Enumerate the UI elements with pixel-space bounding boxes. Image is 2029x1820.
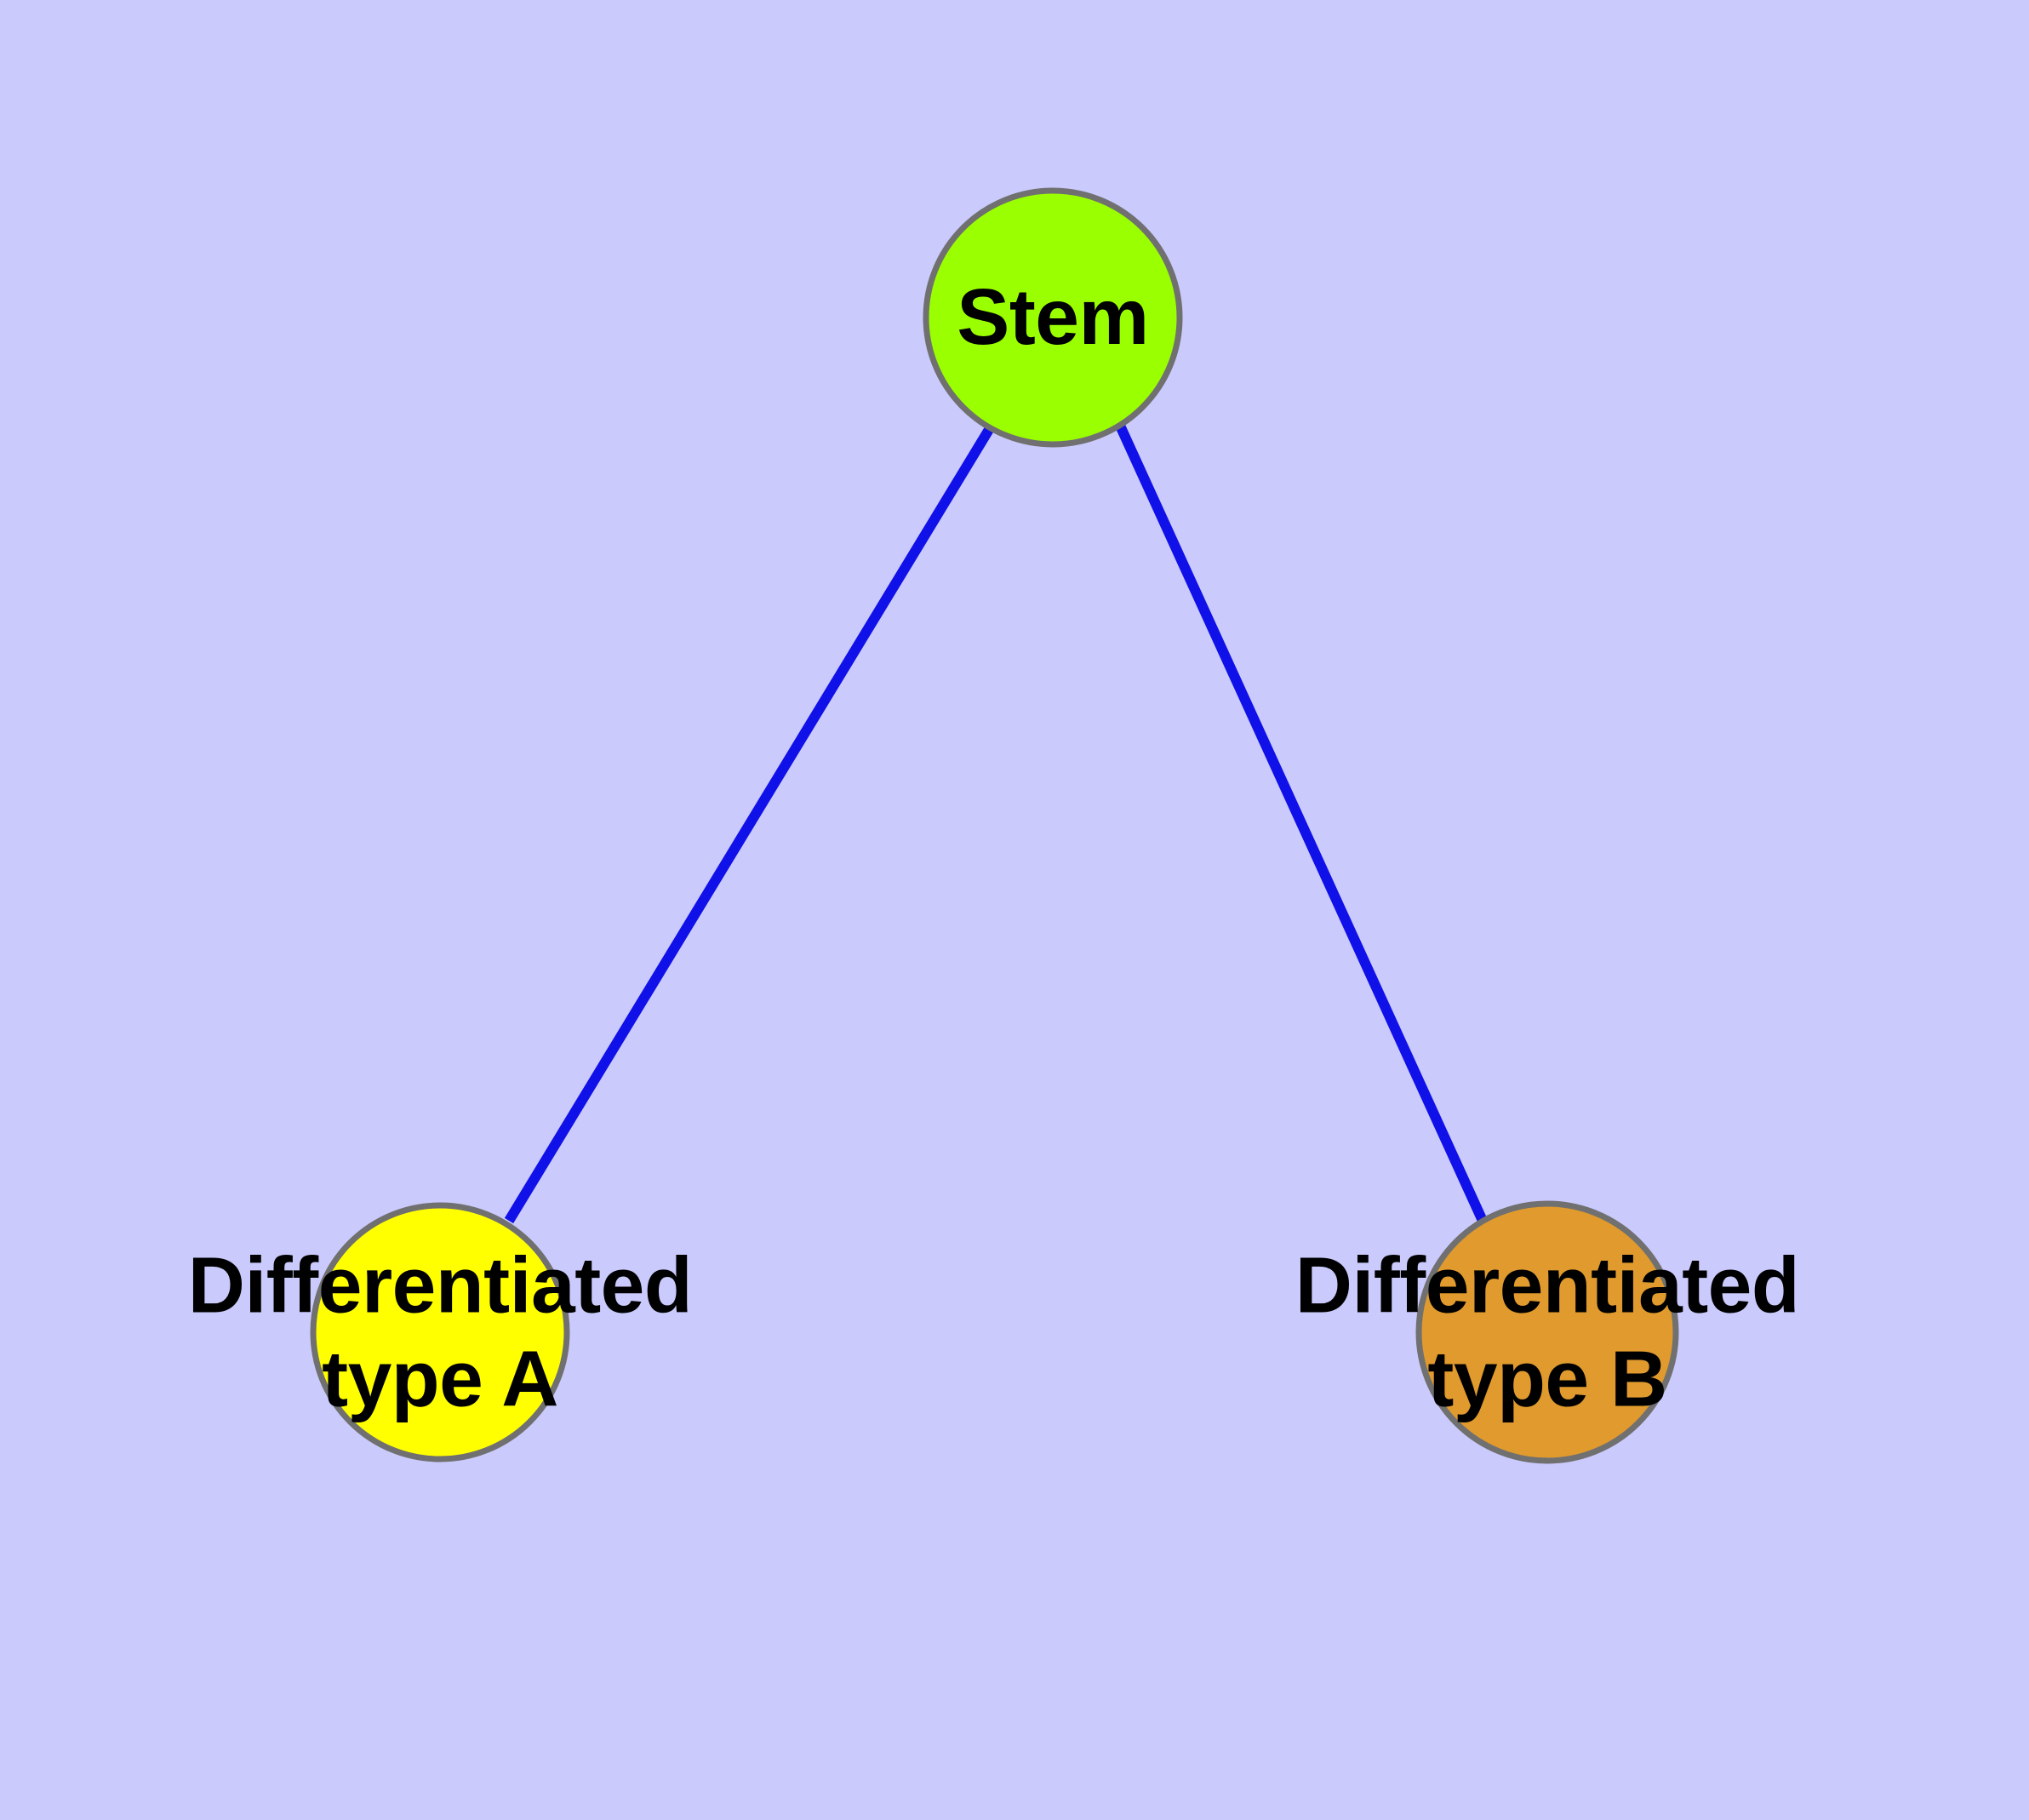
edge-stem-to-differentiated-type-b: [1115, 423, 1488, 1223]
edges-group: [504, 423, 1488, 1224]
nodes-group: [310, 187, 1679, 1464]
node-circle-differentiated-type-b[interactable]: [1415, 1200, 1679, 1464]
edge-stem-to-differentiated-type-a: [504, 425, 995, 1224]
node-circle-stem[interactable]: [923, 187, 1183, 448]
node-circle-differentiated-type-a[interactable]: [310, 1202, 570, 1462]
